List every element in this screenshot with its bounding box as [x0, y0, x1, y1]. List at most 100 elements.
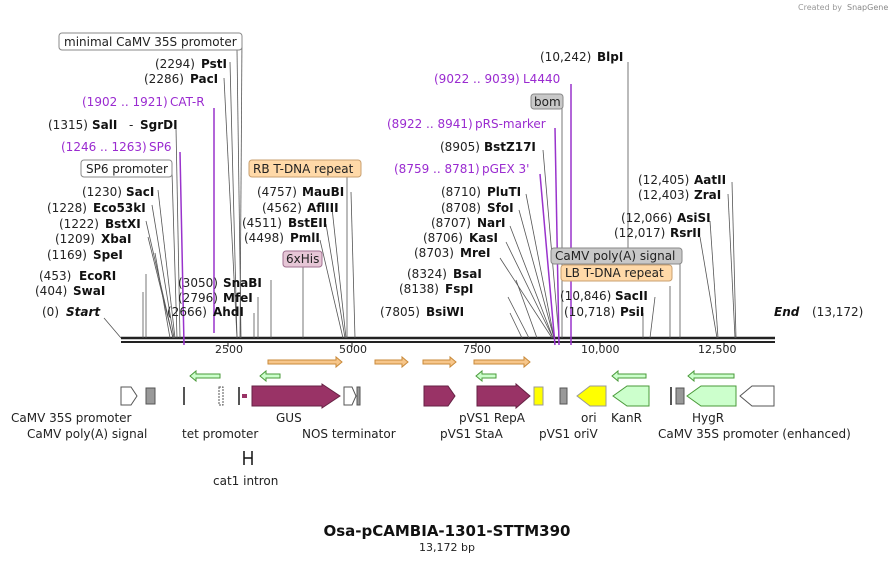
- xbai-label: XbaI: [101, 232, 131, 246]
- bom-block: [559, 387, 568, 405]
- asisi-label: AsiSI: [677, 211, 711, 225]
- tick-label-10000: 10,000: [581, 343, 620, 356]
- hygr-arrow: [686, 385, 737, 407]
- nari-label: NarI: [477, 216, 506, 230]
- start-position: (0): [42, 305, 59, 319]
- orange-repeat-arrows: [267, 355, 531, 369]
- rsrii-label: RsrII: [670, 226, 701, 240]
- leader-lines: [103, 37, 737, 339]
- paci-label: PacI: [190, 72, 218, 86]
- blpi-pos: (10,242): [540, 50, 591, 64]
- swai-label: SwaI: [73, 284, 105, 298]
- pvs1-repa-label: pVS1 RepA: [459, 411, 526, 425]
- maubi-label: MauBI: [302, 185, 344, 199]
- eco53ki-label: Eco53kI: [93, 201, 146, 215]
- aatii-pos: (12,405): [638, 173, 689, 187]
- pvs1-repa-arrow: [476, 382, 531, 410]
- cat1-intron-glyph: [243, 451, 253, 465]
- mfei-label: MfeI: [223, 291, 253, 305]
- sp6-promoter-box: [80, 159, 173, 178]
- end-position: (13,172): [812, 305, 863, 319]
- xbai-pos: (1209): [55, 232, 95, 246]
- pvs1-oriv-block: [533, 386, 544, 406]
- polya-box-label: CaMV poly(A) signal: [555, 249, 675, 263]
- kanr-arrow: [612, 385, 650, 407]
- polya-signal-block: [145, 387, 156, 405]
- mfei-pos: (2796): [178, 291, 218, 305]
- start-label: Start: [66, 305, 101, 319]
- label-dash: -: [129, 118, 133, 132]
- l4440-label: L4440: [523, 72, 560, 86]
- camv35s-promoter-arrow: [120, 386, 138, 406]
- prs-marker-label: pRS-marker: [475, 117, 546, 131]
- asisi-pos: (12,066): [621, 211, 672, 225]
- gus-label: GUS: [276, 411, 302, 425]
- pluti-label: PluTI: [487, 185, 521, 199]
- rsrii-pos: (12,017): [614, 226, 665, 240]
- prs-marker-pos: (8922 .. 8941): [387, 117, 473, 131]
- l4440-pos: (9022 .. 9039): [434, 72, 520, 86]
- polya-signal-block-right: [675, 387, 685, 405]
- pmli-pos: (4498): [244, 231, 284, 245]
- primer-lines: [179, 84, 572, 346]
- camv35s-enhanced-arrow: [739, 385, 775, 407]
- camv35s-enhanced-label: CaMV 35S promoter (enhanced): [658, 427, 851, 441]
- ahdi-label: AhdI: [213, 305, 244, 319]
- his-tag-box: [282, 250, 323, 268]
- kanr-label: KanR: [611, 411, 642, 425]
- pvs1-staa-arrow: [423, 385, 456, 407]
- sali-label: SalI: [92, 118, 117, 132]
- axis-ticks: [227, 342, 725, 347]
- nos-terminator-label: NOS terminator: [302, 427, 396, 441]
- pgex-pos: (8759 .. 8781): [394, 162, 480, 176]
- pmli-label: PmlI: [290, 231, 320, 245]
- snapgene-logo: SnapGene: [847, 3, 888, 12]
- cat1-intron-mark: [218, 386, 224, 406]
- bstxi-pos: (1222): [59, 217, 99, 231]
- kasi-pos: (8706): [423, 231, 463, 245]
- his-tag-label: 6xHis: [286, 252, 319, 266]
- sali-pos: (1315): [48, 118, 88, 132]
- spei-label: SpeI: [93, 248, 123, 262]
- credit-text: Created by: [798, 3, 842, 12]
- pgex-label: pGEX 3': [482, 162, 529, 176]
- sp6-promoter-label: SP6 promoter: [86, 162, 168, 176]
- mrei-pos: (8703): [414, 246, 454, 260]
- psti-pos: (2294): [155, 57, 195, 71]
- rb-repeat-box: [248, 159, 362, 178]
- kasi-label: KasI: [469, 231, 498, 245]
- bstxi-label: BstXI: [105, 217, 141, 231]
- psti-label: PstI: [201, 57, 227, 71]
- bstz17i-label: BstZ17I: [484, 140, 536, 154]
- bom-label: bom: [534, 95, 561, 109]
- swai-pos: (404): [35, 284, 67, 298]
- psii-pos: (10,718): [564, 305, 615, 319]
- tick-label-5000: 5000: [339, 343, 367, 356]
- tick-label-2500: 2500: [215, 343, 243, 356]
- zrai-label: ZraI: [694, 188, 721, 202]
- his-tag-mark: [242, 394, 247, 398]
- end-label: End: [774, 305, 800, 319]
- saci-label: SacI: [126, 185, 154, 199]
- ecori-label: EcoRI: [79, 269, 116, 283]
- nos-terminator-arrow: [343, 386, 357, 406]
- sp6-primer-pos: (1246 .. 1263): [61, 140, 147, 154]
- pvs1-staa-label: pVS1 StaA: [440, 427, 504, 441]
- spei-pos: (1169): [47, 248, 87, 262]
- tick-label-7500: 7500: [463, 343, 491, 356]
- bom-box: [530, 93, 564, 110]
- lb-repeat-box: [560, 264, 673, 282]
- fspi-label: FspI: [445, 282, 473, 296]
- ori-arrow: [576, 385, 607, 407]
- camv35s-promoter-label: CaMV 35S promoter: [11, 411, 132, 425]
- psii-label: PsiI: [620, 305, 644, 319]
- pluti-pos: (8710): [441, 185, 481, 199]
- sequence-backbone: [121, 336, 775, 343]
- saci-pos: (1230): [82, 185, 122, 199]
- nari-pos: (8707): [431, 216, 471, 230]
- rb-repeat-label: RB T-DNA repeat: [253, 162, 354, 176]
- feature-track: [120, 382, 775, 410]
- ori-label: ori: [581, 411, 597, 425]
- blpi-label: BlpI: [597, 50, 623, 64]
